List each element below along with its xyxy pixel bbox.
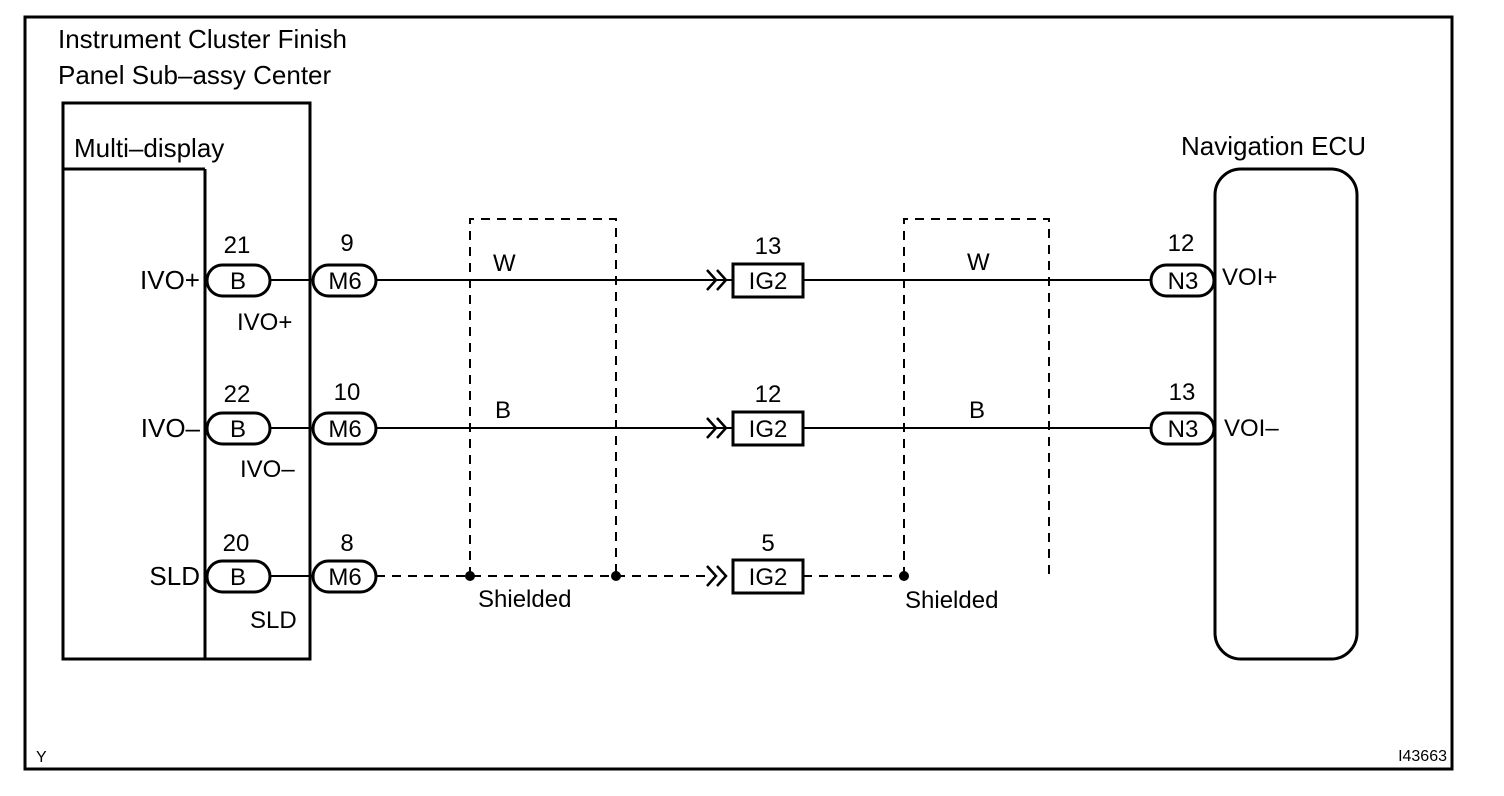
navigation-ecu-title: Navigation ECU — [1181, 131, 1366, 161]
shield-junction-dot — [465, 571, 475, 581]
circuit-row-ivo-minus: IVO– 22 B IVO– 10 M6 B 12 IG2 B 13 N3 VO… — [141, 379, 1280, 483]
left-component-title-line2: Panel Sub–assy Center — [58, 60, 332, 90]
junction-connector-code: M6 — [328, 268, 361, 295]
diagram-frame — [23, 15, 1454, 771]
pin-label-below: IVO– — [240, 456, 295, 483]
mid-connector-code: IG2 — [749, 564, 788, 591]
shield-label-right: Shielded — [905, 587, 998, 614]
shield-box-left — [469, 218, 617, 576]
shield-box-right — [903, 218, 1050, 576]
instrument-cluster-box — [61, 101, 312, 661]
mid-pin-number: 13 — [755, 233, 782, 260]
inline-connector-arrow-icon — [706, 417, 728, 439]
connector-right-code: N3 — [1168, 416, 1199, 443]
wire-color-left: W — [493, 250, 516, 277]
wire-color-left: B — [495, 397, 511, 424]
junction-pin-number: 10 — [334, 379, 361, 406]
signal-right-label: VOI+ — [1222, 264, 1277, 291]
wire-color-right: B — [969, 397, 985, 424]
signal-left-label: SLD — [149, 561, 200, 591]
circuit-row-ivo-plus: IVO+ 21 B IVO+ 9 M6 W 13 IG2 W 12 N3 VOI… — [140, 230, 1277, 336]
mid-connector-code: IG2 — [749, 416, 788, 443]
navigation-ecu-box — [1213, 167, 1359, 661]
junction-connector-code: M6 — [328, 564, 361, 591]
mid-connector-code: IG2 — [749, 268, 788, 295]
connector-right — [1149, 263, 1216, 298]
pin-left-number: 21 — [224, 232, 251, 259]
signal-left-label: IVO– — [141, 413, 201, 443]
shield-label-left: Shielded — [478, 586, 571, 613]
connector-left-code: B — [230, 416, 246, 443]
connector-right — [1149, 411, 1216, 446]
connector-left-code: B — [230, 268, 246, 295]
mid-connector — [731, 558, 805, 595]
pin-right-number: 13 — [1169, 379, 1196, 406]
junction-connector-code: M6 — [328, 416, 361, 443]
pin-left-number: 22 — [224, 381, 251, 408]
inline-connector-arrow-icon — [706, 269, 728, 291]
pin-right-number: 12 — [1168, 230, 1195, 257]
pin-label-below: IVO+ — [237, 309, 292, 336]
inline-connector-arrow-icon — [706, 565, 728, 587]
connector-left-code: B — [230, 564, 246, 591]
shield-junction-dot — [899, 571, 909, 581]
figure-id: I43663 — [1398, 748, 1447, 765]
circuit-row-shield: SLD 20 B SLD 8 M6 Shielded 5 IG2 Shielde… — [149, 530, 998, 634]
pin-left-number: 20 — [223, 530, 250, 557]
corner-code-left: Y — [36, 749, 47, 766]
junction-pin-number: 9 — [340, 230, 353, 257]
wire-color-right: W — [967, 249, 990, 276]
shield-junction-dot — [611, 571, 621, 581]
pin-label-below: SLD — [250, 607, 297, 634]
signal-left-label: IVO+ — [140, 265, 200, 295]
signal-right-label: VOI– — [1224, 415, 1279, 442]
multi-display-label: Multi–display — [74, 133, 224, 163]
mid-connector — [731, 410, 805, 447]
left-component-title-line1: Instrument Cluster Finish — [58, 24, 347, 54]
connector-right-code: N3 — [1168, 268, 1199, 295]
junction-pin-number: 8 — [340, 530, 353, 557]
mid-pin-number: 5 — [761, 530, 774, 557]
mid-pin-number: 12 — [755, 381, 782, 408]
